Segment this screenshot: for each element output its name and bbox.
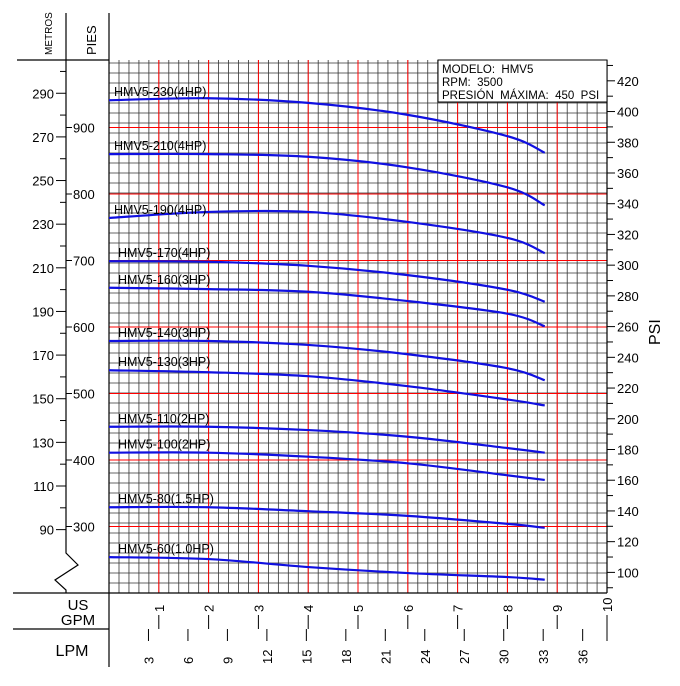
gpm-tick-label: 2 [202,605,217,612]
psi-tick-label: 220 [617,381,639,396]
psi-tick-label: 180 [617,442,639,457]
pump-curve [108,286,546,328]
gpm-tick-label: 5 [351,605,366,612]
metros-axis-label: METROS [44,12,55,55]
psi-tick-label: 320 [617,227,639,242]
pump-curve [108,260,546,303]
psi-tick-label: 420 [617,74,639,89]
lpm-tick-label: 15 [299,650,314,664]
gpm-tick-label: 9 [550,605,565,612]
pump-curve [108,209,546,255]
gpm-tick-label: 4 [301,605,316,612]
grid [109,60,607,593]
pies-tick-label: 600 [73,320,95,335]
lpm-tick-label: 33 [536,650,551,664]
metros-tick-label: 270 [32,130,54,145]
psi-tick-label: 400 [617,105,639,120]
psi-axis-label: PSI [647,319,664,345]
lpm-tick-label: 9 [220,657,235,664]
axis-ticks: 9011013015017019021023025027029030040050… [32,64,639,664]
pump-curve-label: HMV5-110(2HP) [118,412,209,426]
psi-tick-label: 200 [617,412,639,427]
gpm-tick-label: 7 [451,605,466,612]
metros-tick-label: 150 [32,392,54,407]
pump-curve-label: HMV5-100(2HP) [118,438,210,452]
gpm-tick-label: 8 [500,605,515,612]
lpm-axis-label: LPM [56,643,89,660]
lpm-tick-label: 6 [181,657,196,664]
psi-tick-label: 280 [617,289,639,304]
psi-tick-label: 380 [617,135,639,150]
metros-tick-label: 90 [40,523,54,538]
lpm-tick-label: 21 [378,650,393,664]
lpm-tick-label: 24 [418,650,433,664]
psi-tick-label: 140 [617,504,639,519]
pump-curve [108,152,546,207]
gpm-tick-label: 1 [152,605,167,612]
metros-tick-label: 190 [32,304,54,319]
pump-curve [108,369,545,407]
us-gpm-label-line2: GPM [61,612,95,629]
pump-curve [108,555,545,581]
metros-tick-label: 230 [32,217,54,232]
pies-tick-label: 300 [73,520,95,535]
pies-tick-label: 900 [73,121,95,136]
info-max-pressure: PRESIÓN MÁXIMA: 450 PSI [442,89,599,102]
psi-tick-label: 240 [617,350,639,365]
metros-tick-label: 250 [32,174,54,189]
psi-tick-label: 300 [617,258,639,273]
pump-curve [108,451,545,482]
info-box: MODELO: HMV5 RPM: 3500 PRESIÓN MÁXIMA: 4… [437,59,608,103]
lpm-tick-label: 36 [576,650,591,664]
pump-curve [108,97,546,154]
psi-tick-label: 360 [617,166,639,181]
axis-break-zigzag [54,13,79,593]
pump-curve [108,425,545,454]
pies-axis-label: PIES [84,25,99,55]
gpm-tick-label: 3 [251,605,266,612]
pump-curve-label: HMV5-130(3HP) [118,355,210,369]
pump-curve-label: HMV5-60(1.0HP) [118,542,214,556]
pies-tick-label: 400 [73,453,95,468]
psi-tick-label: 160 [617,473,639,488]
pump-curves: HMV5-230(4HP) HMV5-210(4HP) HMV5-190(4HP) H… [108,85,546,581]
info-rpm: RPM: 3500 [442,77,503,89]
info-model: MODELO: HMV5 [442,64,533,76]
psi-tick-label: 260 [617,320,639,335]
pump-curve [108,505,545,529]
pump-curve-label: HMV5-160(3HP) [118,273,210,287]
pies-tick-label: 700 [73,254,95,269]
psi-tick-label: 340 [617,197,639,212]
metros-tick-label: 210 [32,261,54,276]
gpm-tick-label: 10 [600,598,615,612]
pump-curve-label: HMV5-170(4HP) [118,246,210,260]
pump-curve [108,339,546,382]
metros-tick-label: 110 [33,479,54,494]
pump-curve-label: HMV5-190(4HP) [114,203,206,217]
metros-tick-label: 170 [32,348,54,363]
lpm-tick-label: 30 [497,650,512,664]
gpm-tick-label: 6 [401,605,416,612]
psi-tick-label: 120 [617,535,639,550]
us-gpm-label-line1: US [68,597,89,614]
lpm-tick-label: 12 [260,650,275,664]
pump-curve-label: HMV5-140(3HP) [118,326,210,340]
pies-tick-label: 500 [73,387,95,402]
frame [13,13,608,667]
pies-tick-label: 800 [73,187,95,202]
lpm-tick-label: 27 [457,650,472,664]
pump-curve-label: HMV5-230(4HP) [114,85,206,99]
lpm-tick-label: 18 [339,650,354,664]
psi-tick-label: 100 [617,565,639,580]
pump-curve-label: HMV5-210(4HP) [114,139,206,153]
metros-tick-label: 130 [32,435,54,450]
lpm-tick-label: 3 [141,657,156,664]
metros-tick-label: 290 [32,86,54,101]
pump-curve-label: HMV5-80(1.5HP) [118,492,214,506]
